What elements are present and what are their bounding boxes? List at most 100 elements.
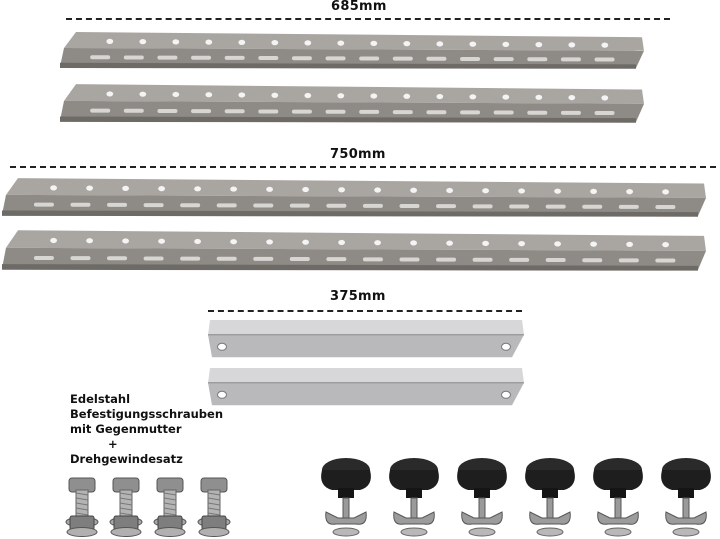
rail-slot	[70, 256, 91, 261]
knob-collar	[406, 488, 422, 498]
rail-slot	[426, 110, 447, 115]
rail-lip	[60, 116, 636, 123]
rail-slot	[594, 111, 615, 116]
rail-slot	[33, 202, 54, 207]
rail-hole	[158, 238, 166, 244]
rail-hole	[230, 239, 238, 245]
rail-hole	[590, 188, 597, 194]
rail-hole	[518, 241, 525, 247]
rail-hole	[238, 39, 246, 45]
bolt-thread	[163, 497, 177, 501]
rail-hole	[370, 93, 378, 99]
bracket-hole-left	[217, 390, 227, 399]
rail-hole	[271, 92, 279, 98]
rail-slot	[472, 204, 493, 209]
bolt-thread	[163, 512, 177, 516]
rail-hole	[626, 241, 633, 247]
rail-hole	[436, 41, 444, 47]
rail-hole	[271, 40, 279, 46]
knob-set	[321, 458, 711, 537]
rail-hole	[469, 41, 477, 47]
knob-body	[525, 470, 575, 490]
hardware-caption: Edelstahl Befestigungsschrauben mit Gege…	[70, 392, 223, 467]
knob-washer	[536, 527, 564, 537]
rail-hole	[535, 94, 543, 100]
bolt-thread	[207, 512, 221, 516]
rail-slot	[326, 203, 347, 208]
caption-line-material: Edelstahl	[70, 392, 131, 406]
rail-slot	[325, 56, 346, 61]
rail-front-face	[2, 194, 706, 216]
wing-nut	[461, 511, 503, 525]
rail-slot	[191, 109, 212, 114]
rail-slot	[399, 204, 420, 209]
rail-lip	[2, 210, 698, 217]
bolt-thread	[75, 492, 89, 496]
rail-hole	[446, 240, 453, 246]
knob-body	[661, 470, 711, 490]
bracket-top-face	[208, 368, 524, 383]
rail-top-face	[64, 32, 644, 51]
dimension-line-750	[10, 166, 716, 168]
rail-slot	[143, 203, 164, 208]
washer	[110, 527, 142, 537]
rail-hole	[535, 42, 543, 48]
rail-750-top	[2, 178, 706, 217]
rail-hole	[626, 189, 633, 195]
rail-slot	[180, 256, 201, 261]
rail-slot	[359, 109, 380, 114]
rail-slot	[70, 202, 91, 207]
rail-slot	[253, 256, 274, 261]
rail-slot	[493, 110, 514, 115]
rail-hole	[302, 239, 309, 245]
knob-body	[389, 470, 439, 490]
rail-hole	[337, 40, 345, 46]
dimension-label-750: 750mm	[330, 147, 386, 162]
rail-hole	[139, 91, 147, 97]
rail-slot	[560, 57, 581, 62]
rail-hole	[370, 40, 378, 46]
rail-slot	[216, 203, 237, 208]
rail-slot	[216, 256, 237, 261]
rail-hole	[172, 91, 180, 98]
rail-top-face	[6, 178, 706, 198]
rail-top-face	[64, 84, 644, 104]
dimension-label-375: 375mm	[330, 289, 386, 304]
rail-slot	[291, 109, 312, 114]
bracket-375-top	[208, 320, 524, 358]
rail-front-face	[2, 247, 706, 270]
washer	[198, 527, 230, 537]
rail-slot	[399, 257, 420, 262]
rail-hole	[662, 189, 669, 195]
rail-hole	[502, 94, 510, 100]
rail-hole	[338, 187, 345, 193]
rail-slot	[509, 257, 530, 262]
knob-body	[593, 470, 643, 490]
bolt-thread	[75, 497, 89, 501]
bolt-thread	[207, 507, 221, 511]
bracket-front-face	[208, 334, 524, 358]
rail-hole	[158, 186, 166, 192]
rail-slot	[123, 55, 144, 60]
rail-slot	[560, 110, 581, 115]
rail-slot	[618, 258, 639, 263]
rail-slot	[460, 110, 481, 115]
rail-hole	[374, 187, 381, 193]
rail-slot	[594, 57, 615, 62]
rail-hole	[518, 188, 525, 194]
rail-hole	[266, 186, 273, 192]
knob-washer	[332, 527, 360, 537]
bolt-thread	[75, 502, 89, 506]
rail-slot	[157, 108, 178, 113]
rail-hole	[266, 239, 273, 245]
bolt-set	[65, 477, 231, 537]
bracket-hole-right	[501, 342, 511, 351]
rail-hole	[410, 187, 417, 193]
rail-hole	[469, 94, 477, 100]
caption-line-screws: Befestigungsschrauben	[70, 407, 224, 421]
rail-slot	[258, 109, 279, 114]
rail-slot	[655, 205, 676, 210]
bolt-thread	[119, 507, 133, 511]
caption-line-thread-set: Drehgewindesatz	[70, 452, 183, 466]
bolt-thread	[163, 492, 177, 496]
